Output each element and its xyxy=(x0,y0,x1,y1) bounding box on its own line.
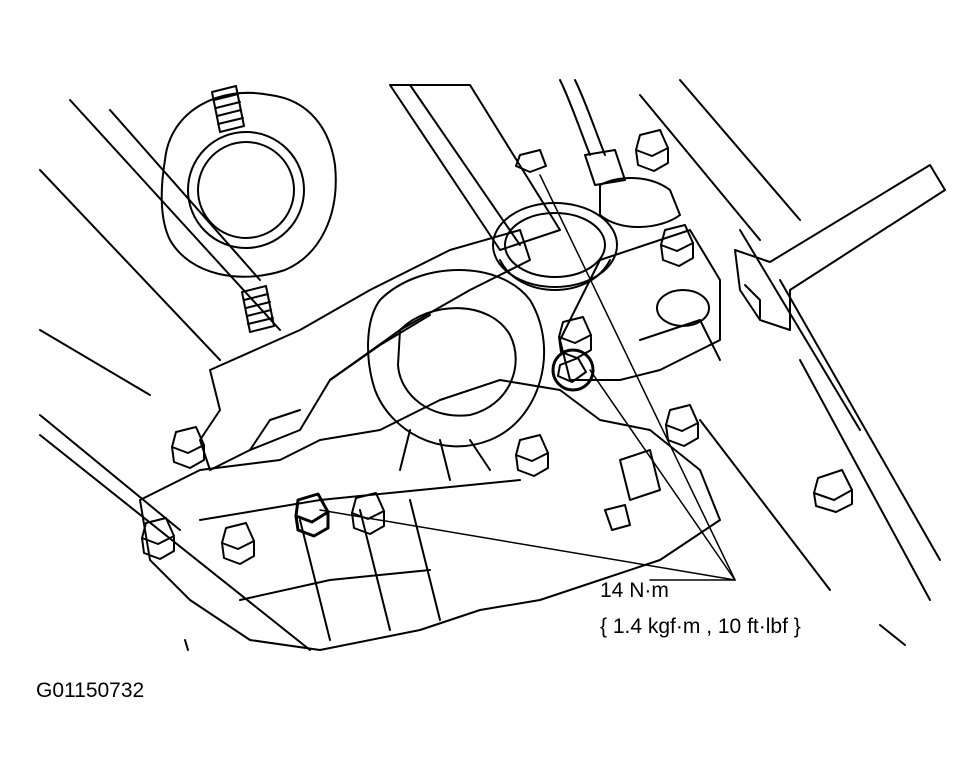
bolt xyxy=(515,149,547,173)
bolt xyxy=(141,517,175,560)
bolt xyxy=(665,404,699,447)
drain-plug xyxy=(619,449,661,501)
exhaust-flange xyxy=(160,91,337,278)
leader-lines xyxy=(319,174,736,581)
shift-bracket xyxy=(559,229,721,381)
bolt-torque-target-right xyxy=(551,348,595,392)
frame-cross-member xyxy=(734,164,946,331)
bolt xyxy=(813,469,853,513)
output-seal xyxy=(492,202,618,291)
frame-lines-right xyxy=(639,79,941,601)
bolt xyxy=(515,434,549,477)
figure-id: G01150732 xyxy=(36,679,145,702)
flange-stud-lower xyxy=(241,285,275,333)
torque-value-label: 14 N·m xyxy=(600,579,669,602)
bolt-torque-target-left xyxy=(294,492,330,538)
exhaust-pipe xyxy=(389,84,561,251)
bolt xyxy=(635,129,669,172)
flange-stud-upper xyxy=(211,85,245,133)
bolt xyxy=(171,426,205,469)
torque-alt-label: { 1.4 kgf·m , 10 ft·lbf } xyxy=(600,615,801,638)
mounting-bracket xyxy=(199,229,531,471)
housing-boss xyxy=(367,269,545,481)
bolt xyxy=(221,522,255,565)
transfer-case-housing xyxy=(139,379,721,651)
frame-lines-left xyxy=(39,99,311,651)
bolt xyxy=(660,224,694,267)
sensor-wire xyxy=(559,79,681,228)
bolt xyxy=(351,492,385,535)
